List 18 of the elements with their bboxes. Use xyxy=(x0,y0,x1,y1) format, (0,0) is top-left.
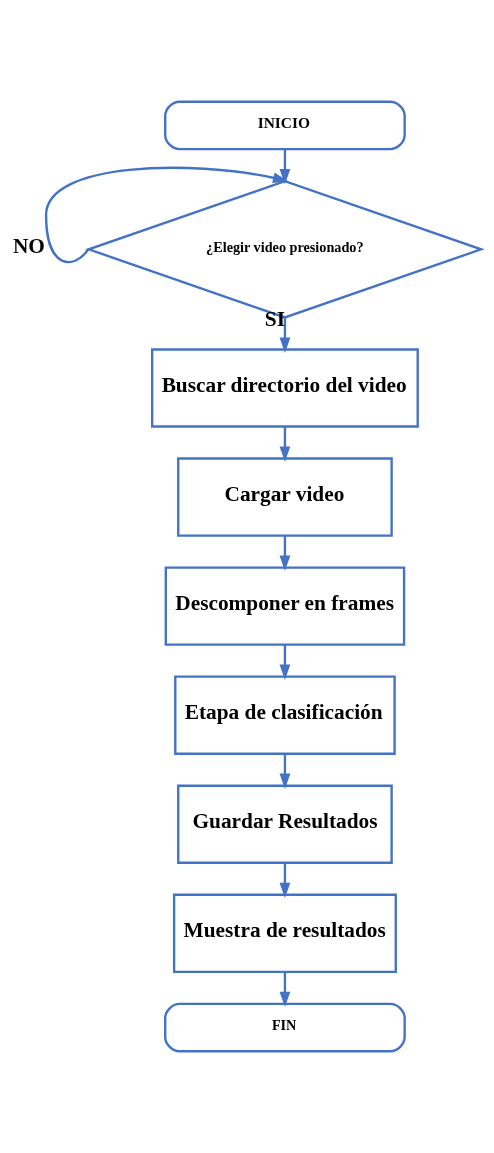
node-box: INICIO xyxy=(164,100,406,151)
arrow xyxy=(279,971,291,1008)
node-box: Muestra de resultados xyxy=(172,893,397,974)
arrow xyxy=(279,535,291,571)
arrow xyxy=(44,166,289,264)
arrow xyxy=(279,426,291,462)
node-box: Etapa de clasificación xyxy=(174,675,396,755)
arrow xyxy=(279,644,291,680)
edge-label: NO xyxy=(12,234,45,259)
node-box: Guardar Resultados xyxy=(177,784,393,864)
node-box: Buscar directorio del video xyxy=(151,348,419,428)
arrow xyxy=(279,754,291,789)
arrow xyxy=(279,149,291,185)
node-box: Descomponer en frames xyxy=(164,566,406,646)
node-box: Cargar video xyxy=(177,457,393,537)
arrow xyxy=(279,317,291,354)
arrow xyxy=(279,863,291,899)
node-box: FIN xyxy=(164,1002,406,1053)
